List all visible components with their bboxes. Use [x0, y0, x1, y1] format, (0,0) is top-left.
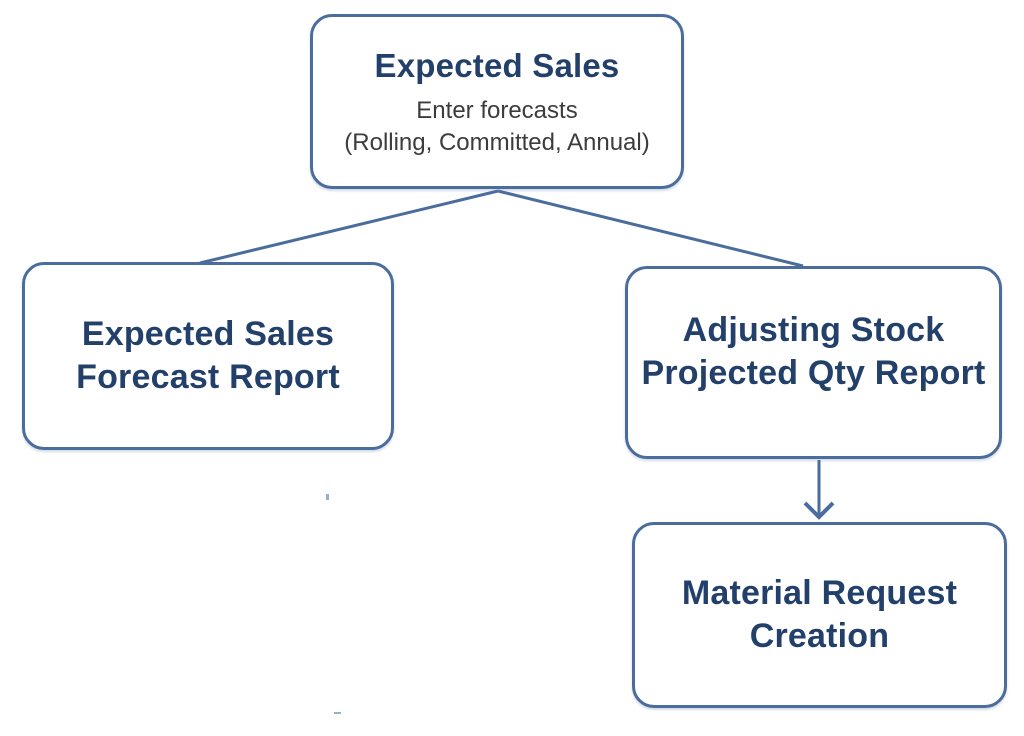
node-expected-sales-forecast-report: Expected Sales Forecast Report [22, 262, 394, 450]
node-title: Expected Sales [374, 46, 620, 84]
node-material-request-creation: Material Request Creation [632, 522, 1007, 708]
title-line-1: Expected Sales [81, 315, 335, 354]
title-line-2: Creation [749, 617, 890, 655]
arrow-head-icon [803, 501, 835, 520]
subtitle-line-1: Enter forecasts [416, 97, 578, 125]
node-title: Material Request Creation [682, 572, 957, 658]
node-title: Adjusting Stock Projected Qty Report [641, 309, 985, 395]
node-expected-sales: Expected Sales Enter forecasts (Rolling,… [310, 14, 684, 189]
title-line-2: Projected Qty Report [641, 353, 986, 392]
stray-mark-dot [326, 494, 329, 500]
connector-left-branch [199, 189, 499, 265]
title-line-2: Forecast Report [76, 358, 340, 396]
stray-mark-dash [334, 712, 341, 714]
arrow-down-connector [803, 460, 835, 520]
subtitle-line-2: (Rolling, Committed, Annual) [344, 128, 650, 156]
node-title: Expected Sales Forecast Report [76, 313, 340, 399]
title-line-1: Material Request [681, 574, 958, 613]
connector-right-branch [497, 189, 804, 268]
node-subtitle: Enter forecasts (Rolling, Committed, Ann… [344, 95, 649, 158]
node-adjusting-stock-projected-qty-report: Adjusting Stock Projected Qty Report [625, 266, 1002, 459]
title-line-1: Adjusting Stock [682, 310, 945, 349]
